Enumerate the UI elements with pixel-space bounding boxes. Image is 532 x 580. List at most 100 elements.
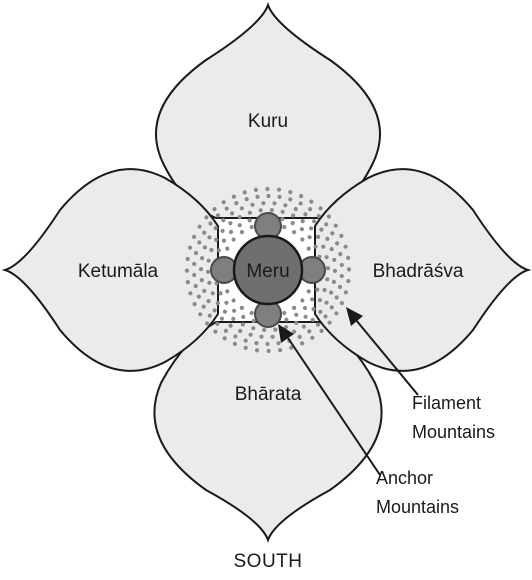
filament-dot	[298, 335, 302, 339]
filament-dot	[338, 285, 342, 289]
direction-label-south: SOUTH	[234, 551, 303, 572]
filament-dot	[194, 284, 198, 288]
filament-dot	[310, 336, 314, 340]
filament-dot	[228, 221, 232, 225]
filament-dot	[276, 341, 280, 345]
filament-dot	[265, 187, 269, 191]
filament-dot	[238, 215, 242, 219]
filament-dot	[292, 230, 296, 234]
filament-dot	[301, 219, 305, 223]
filament-dot	[325, 277, 329, 281]
filament-dot	[277, 195, 281, 199]
filament-dot	[265, 342, 269, 346]
filament-dot	[245, 197, 249, 201]
filament-dot	[307, 329, 311, 333]
filament-dot	[335, 241, 339, 245]
filament-dot	[346, 256, 350, 260]
filament-dot	[202, 231, 206, 235]
filament-dot	[323, 314, 327, 318]
filament-dot	[232, 309, 236, 313]
filament-dot	[327, 214, 331, 218]
filament-dot	[307, 247, 311, 251]
filament-dot	[238, 329, 242, 333]
filament-dot	[207, 281, 211, 285]
filament-dot	[330, 231, 334, 235]
filament-dot	[209, 248, 213, 252]
filament-dot	[188, 291, 192, 295]
filament-dot	[332, 280, 336, 284]
filament-dot	[207, 259, 211, 263]
filament-dot	[199, 267, 203, 271]
filament-dot	[307, 289, 311, 293]
filament-dot	[214, 238, 218, 242]
filament-dot	[282, 225, 286, 229]
anchor-label-line2: Mountains	[376, 497, 459, 517]
filament-dot	[330, 305, 334, 309]
filament-dot	[283, 203, 287, 207]
filament-dot	[255, 195, 259, 199]
filament-dot	[266, 194, 270, 198]
filament-dot	[221, 218, 225, 222]
filament-dot	[238, 223, 242, 227]
filament-dot	[299, 201, 303, 205]
filament-dot	[300, 298, 304, 302]
filament-dot	[240, 306, 244, 310]
filament-dot	[215, 322, 219, 326]
filament-dot	[244, 339, 248, 343]
filament-dot	[344, 290, 348, 294]
filament-dot	[277, 188, 281, 192]
filament-dot	[280, 217, 284, 221]
filament-dot	[299, 194, 303, 198]
filament-dot	[216, 213, 220, 217]
filament-dot	[340, 274, 344, 278]
filament-dot	[197, 240, 201, 244]
filament-dot	[326, 266, 330, 270]
filament-dot	[325, 237, 329, 241]
filament-dot	[261, 201, 265, 205]
filament-dot	[255, 348, 259, 352]
filament-dot	[192, 273, 196, 277]
filament-dot	[232, 298, 236, 302]
filament-dot	[316, 235, 320, 239]
label-ketumala: Ketumāla	[78, 261, 159, 282]
filament-dot	[273, 328, 277, 332]
filament-dot	[272, 201, 276, 205]
filament-dot	[250, 311, 254, 315]
filament-dot	[233, 342, 237, 346]
filament-dot	[338, 252, 342, 256]
filament-dot	[344, 245, 348, 249]
filament-dot	[200, 278, 204, 282]
filament-dot	[218, 291, 222, 295]
filament-label-line1: Filament	[412, 393, 481, 413]
filament-dot	[220, 229, 224, 233]
filament-dot	[328, 321, 332, 325]
filament-dot	[329, 291, 333, 295]
filament-dot	[309, 226, 313, 230]
filament-dot	[333, 269, 337, 273]
filament-dot	[194, 251, 198, 255]
filament-dot	[282, 311, 286, 315]
filament-dot	[243, 190, 247, 194]
filament-dot	[313, 245, 317, 249]
filament-dot	[211, 291, 215, 295]
filament-dot	[300, 227, 304, 231]
filament-dot	[339, 234, 343, 238]
filament-dot	[205, 321, 209, 325]
label-meru: Meru	[246, 261, 289, 282]
filament-dot	[340, 263, 344, 267]
filament-dot	[204, 215, 208, 219]
filament-dot	[217, 248, 221, 252]
filament-dot	[312, 219, 316, 223]
filament-dot	[206, 270, 210, 274]
label-kuru: Kuru	[248, 111, 288, 132]
filament-dot	[248, 211, 252, 215]
label-bharata: Bhārata	[235, 384, 302, 405]
filament-dot	[288, 197, 292, 201]
filament-dot	[294, 207, 298, 211]
filament-dot	[317, 214, 321, 218]
filament-dot	[229, 324, 233, 328]
filament-dot	[230, 211, 234, 215]
filament-dot	[315, 288, 319, 292]
filament-dot	[294, 313, 298, 317]
